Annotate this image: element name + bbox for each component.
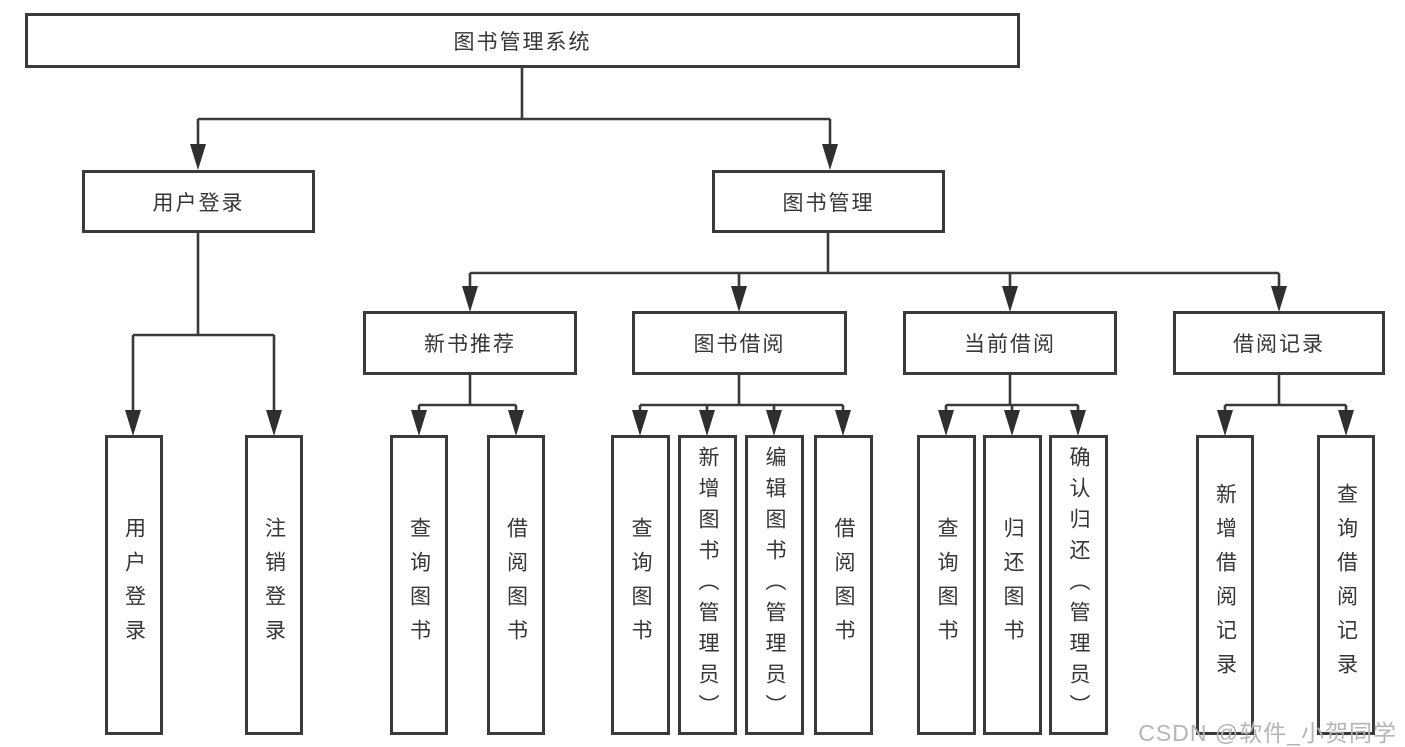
leaf-query-borrow-record: 查询借阅记录 <box>1317 435 1375 735</box>
node-book-borrow: 图书借阅 <box>632 311 847 375</box>
node-label: 注销登录 <box>262 517 286 653</box>
leaf-borrow-book-2: 借阅图书 <box>814 435 873 735</box>
arrow-down-icon <box>1070 410 1086 436</box>
arrow-down-icon <box>411 410 427 436</box>
node-label: 用户登录 <box>122 517 146 653</box>
leaf-query-book-1: 查询图书 <box>390 435 448 735</box>
arrow-down-icon <box>1338 410 1354 436</box>
node-label: 查询图书 <box>407 517 431 653</box>
leaf-logout: 注销登录 <box>245 435 303 735</box>
arrow-down-icon <box>1002 286 1018 312</box>
arrow-down-icon <box>699 410 715 436</box>
arrow-down-icon <box>1217 410 1233 436</box>
node-label: 图书管理 <box>782 191 875 215</box>
arrow-down-icon <box>125 410 141 436</box>
leaf-add-borrow-record: 新增借阅记录 <box>1196 435 1254 735</box>
leaf-edit-book-admin: 编辑图书（管理员） <box>745 435 804 735</box>
arrow-down-icon <box>1271 286 1287 312</box>
node-label: 借阅图书 <box>504 517 528 653</box>
node-book-management: 图书管理 <box>712 170 945 233</box>
node-label: 借阅记录 <box>1233 333 1325 356</box>
node-label: 确认归还（管理员） <box>1067 445 1090 725</box>
arrow-down-icon <box>822 144 838 170</box>
node-label: 新增借阅记录 <box>1213 483 1237 687</box>
arrow-down-icon <box>938 410 954 436</box>
node-new-book-recommend: 新书推荐 <box>363 311 577 375</box>
node-label: 查询图书 <box>629 517 652 653</box>
arrow-down-icon <box>266 410 282 436</box>
leaf-confirm-return-admin: 确认归还（管理员） <box>1049 435 1108 735</box>
node-label: 查询图书 <box>935 517 958 653</box>
csdn-watermark: CSDN @软件_小贺同学 <box>1138 720 1397 746</box>
node-label: 图书借阅 <box>693 333 786 356</box>
leaf-user-login: 用户登录 <box>105 435 163 735</box>
node-user-login: 用户登录 <box>82 170 315 233</box>
node-current-borrow: 当前借阅 <box>903 311 1117 375</box>
node-label: 新增图书（管理员） <box>696 445 719 725</box>
arrow-down-icon <box>508 410 524 436</box>
node-root-library-system: 图书管理系统 <box>25 13 1020 68</box>
arrow-down-icon <box>1004 410 1020 436</box>
node-label: 当前借阅 <box>964 333 1056 356</box>
node-label: 借阅图书 <box>832 517 855 653</box>
arrow-down-icon <box>766 410 782 436</box>
node-label: 图书管理系统 <box>453 30 592 54</box>
node-label: 归还图书 <box>1001 517 1024 653</box>
leaf-query-book-2: 查询图书 <box>611 435 670 735</box>
arrow-down-icon <box>731 286 747 312</box>
leaf-borrow-book-1: 借阅图书 <box>487 435 545 735</box>
arrow-down-icon <box>835 410 851 436</box>
leaf-add-book-admin: 新增图书（管理员） <box>678 435 737 735</box>
node-borrow-records: 借阅记录 <box>1173 311 1385 375</box>
arrow-down-icon <box>632 410 648 436</box>
node-label: 编辑图书（管理员） <box>763 445 786 725</box>
node-label: 查询借阅记录 <box>1334 483 1358 687</box>
arrow-down-icon <box>190 144 206 170</box>
node-label: 新书推荐 <box>424 333 516 356</box>
leaf-query-book-3: 查询图书 <box>917 435 976 735</box>
leaf-return-book: 归还图书 <box>983 435 1042 735</box>
arrow-down-icon <box>462 286 478 312</box>
node-label: 用户登录 <box>152 191 245 215</box>
